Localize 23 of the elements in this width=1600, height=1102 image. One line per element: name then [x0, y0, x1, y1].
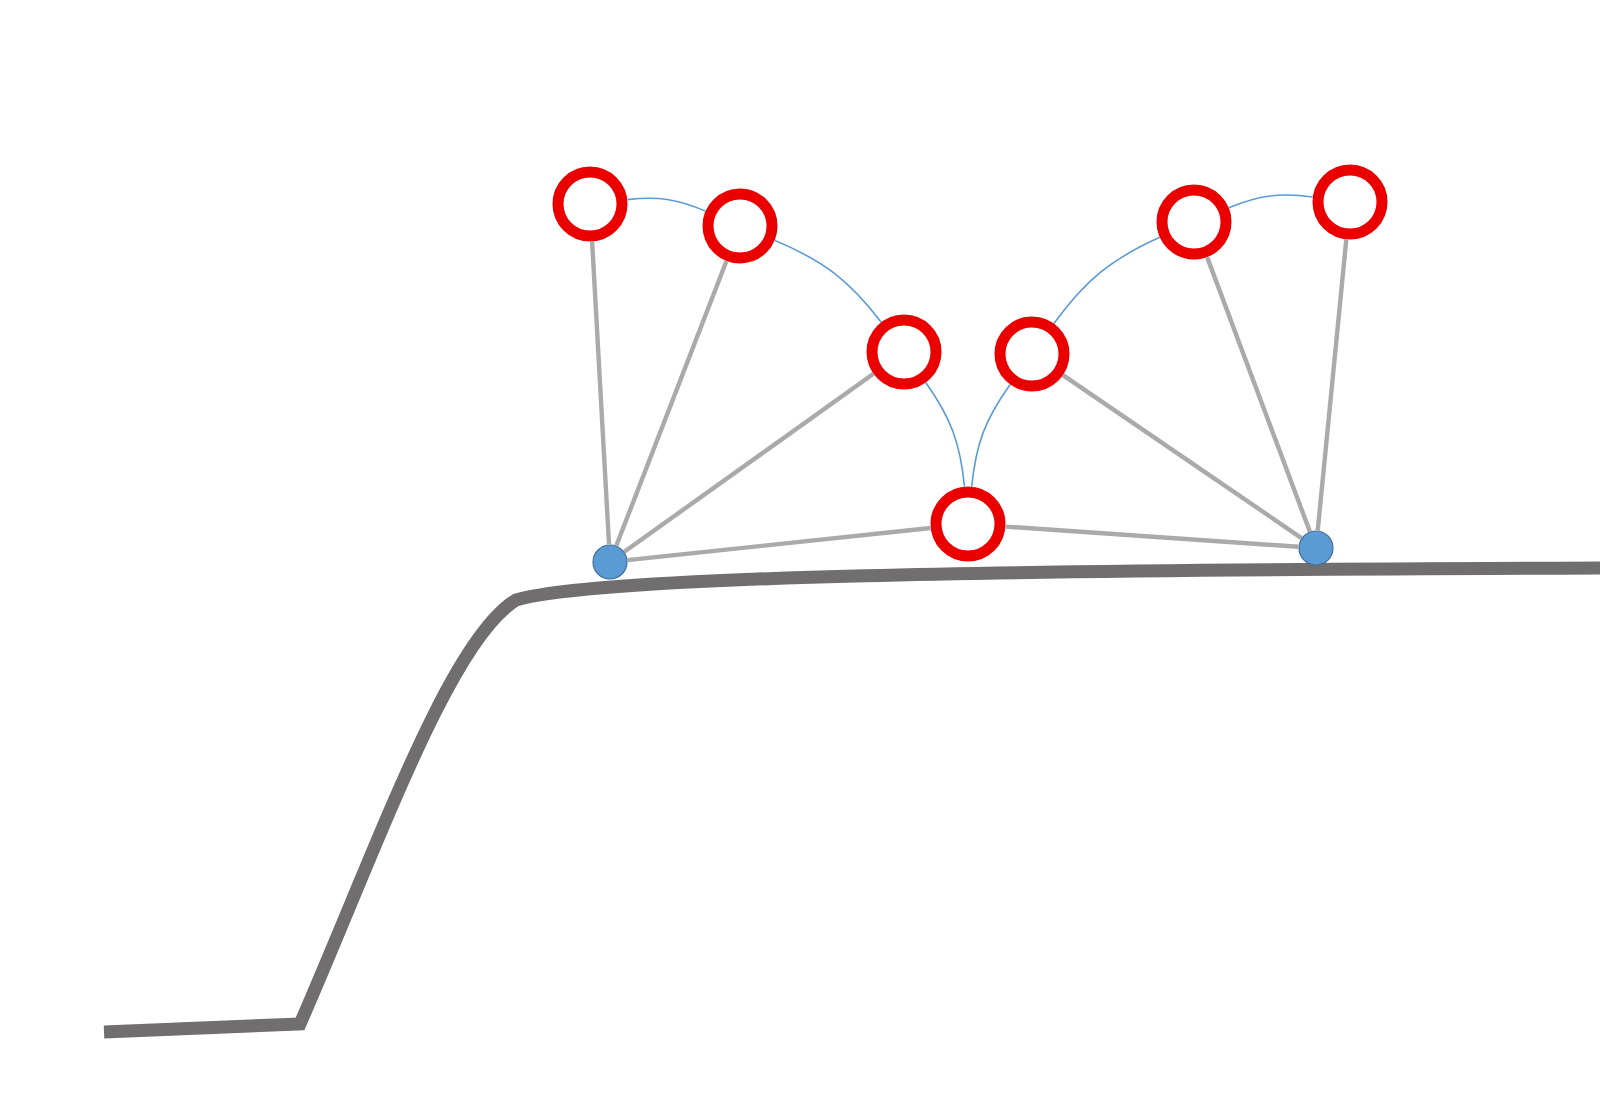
- arc-line: [924, 381, 966, 488]
- dot-marker: [592, 544, 628, 580]
- arc-line: [970, 383, 1011, 488]
- connector-line: [614, 260, 729, 547]
- ring-marker: [866, 314, 942, 390]
- ring-marker: [552, 166, 628, 242]
- connector-line: [1005, 524, 1299, 549]
- connector-line: [1315, 239, 1349, 531]
- connector-line: [589, 241, 612, 545]
- arc-line: [1053, 236, 1161, 325]
- ring-marker: [994, 316, 1070, 392]
- arc-line: [773, 239, 882, 324]
- connector-line: [1061, 373, 1303, 540]
- ring-marker: [930, 486, 1006, 562]
- arc-line: [626, 197, 707, 212]
- ring-marker: [702, 188, 778, 264]
- connector-line: [623, 372, 875, 554]
- arc-line: [1227, 194, 1314, 209]
- connector-line: [627, 525, 931, 563]
- connector-line: [1205, 256, 1312, 533]
- ring-marker: [1156, 184, 1232, 260]
- ring-marker: [1312, 164, 1388, 240]
- dot-marker: [1298, 530, 1334, 566]
